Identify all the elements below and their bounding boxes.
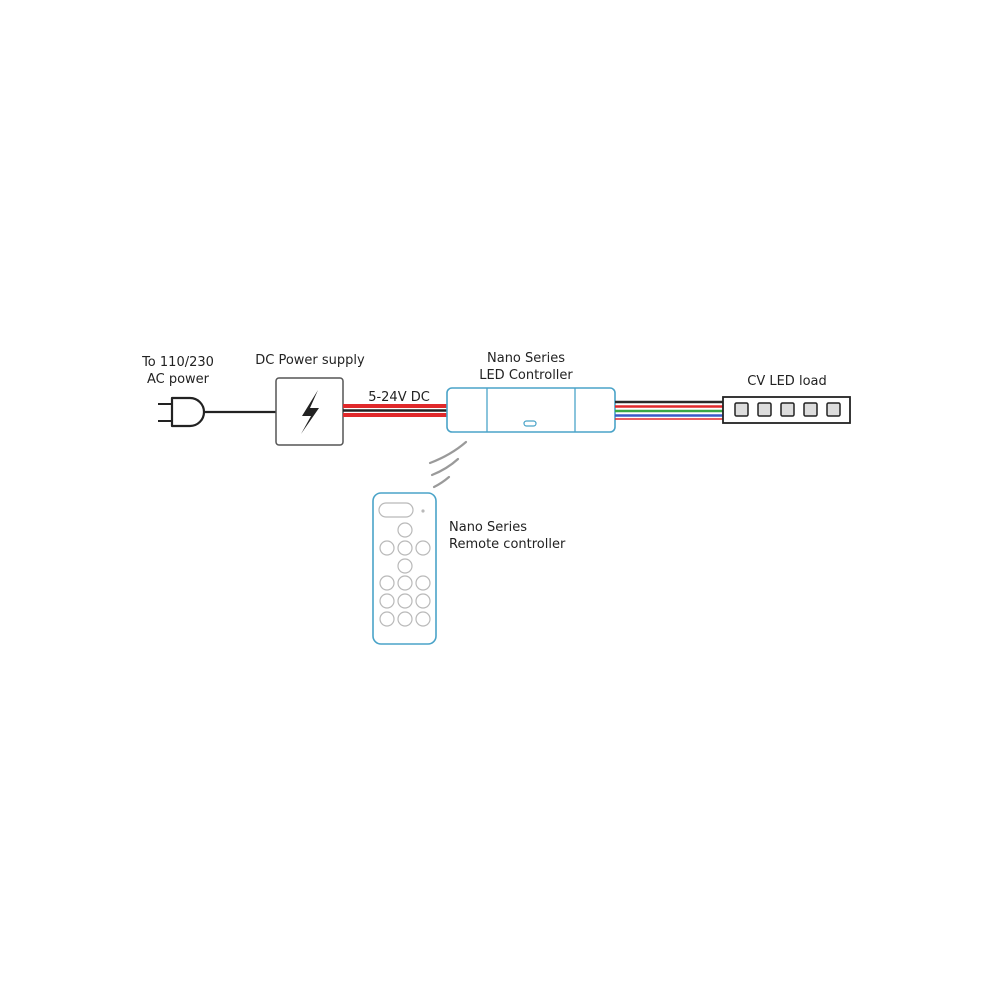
lightning-bolt-icon xyxy=(301,390,319,434)
ac-power-label-line1: To 110/230 xyxy=(141,355,214,370)
controller-label-line2: LED Controller xyxy=(479,368,573,383)
controller-label-line1: Nano Series xyxy=(487,351,565,366)
load-label: CV LED load xyxy=(747,374,827,389)
remote-control-icon xyxy=(372,492,437,645)
dc-power-supply xyxy=(275,377,344,446)
remote-label-line2: Remote controller xyxy=(449,537,566,552)
dc-cable xyxy=(343,404,447,417)
voltage-label: 5-24V DC xyxy=(368,390,430,405)
remote-label-line1: Nano Series xyxy=(449,520,527,535)
led-controller-icon xyxy=(446,387,616,433)
ac-power-label-line2: AC power xyxy=(147,372,210,387)
plug-icon xyxy=(158,396,206,428)
psu-label: DC Power supply xyxy=(255,353,365,368)
wireless-signal-icon xyxy=(428,440,468,489)
rgb-output-wires xyxy=(615,400,723,420)
led-strip-icon xyxy=(722,396,851,424)
